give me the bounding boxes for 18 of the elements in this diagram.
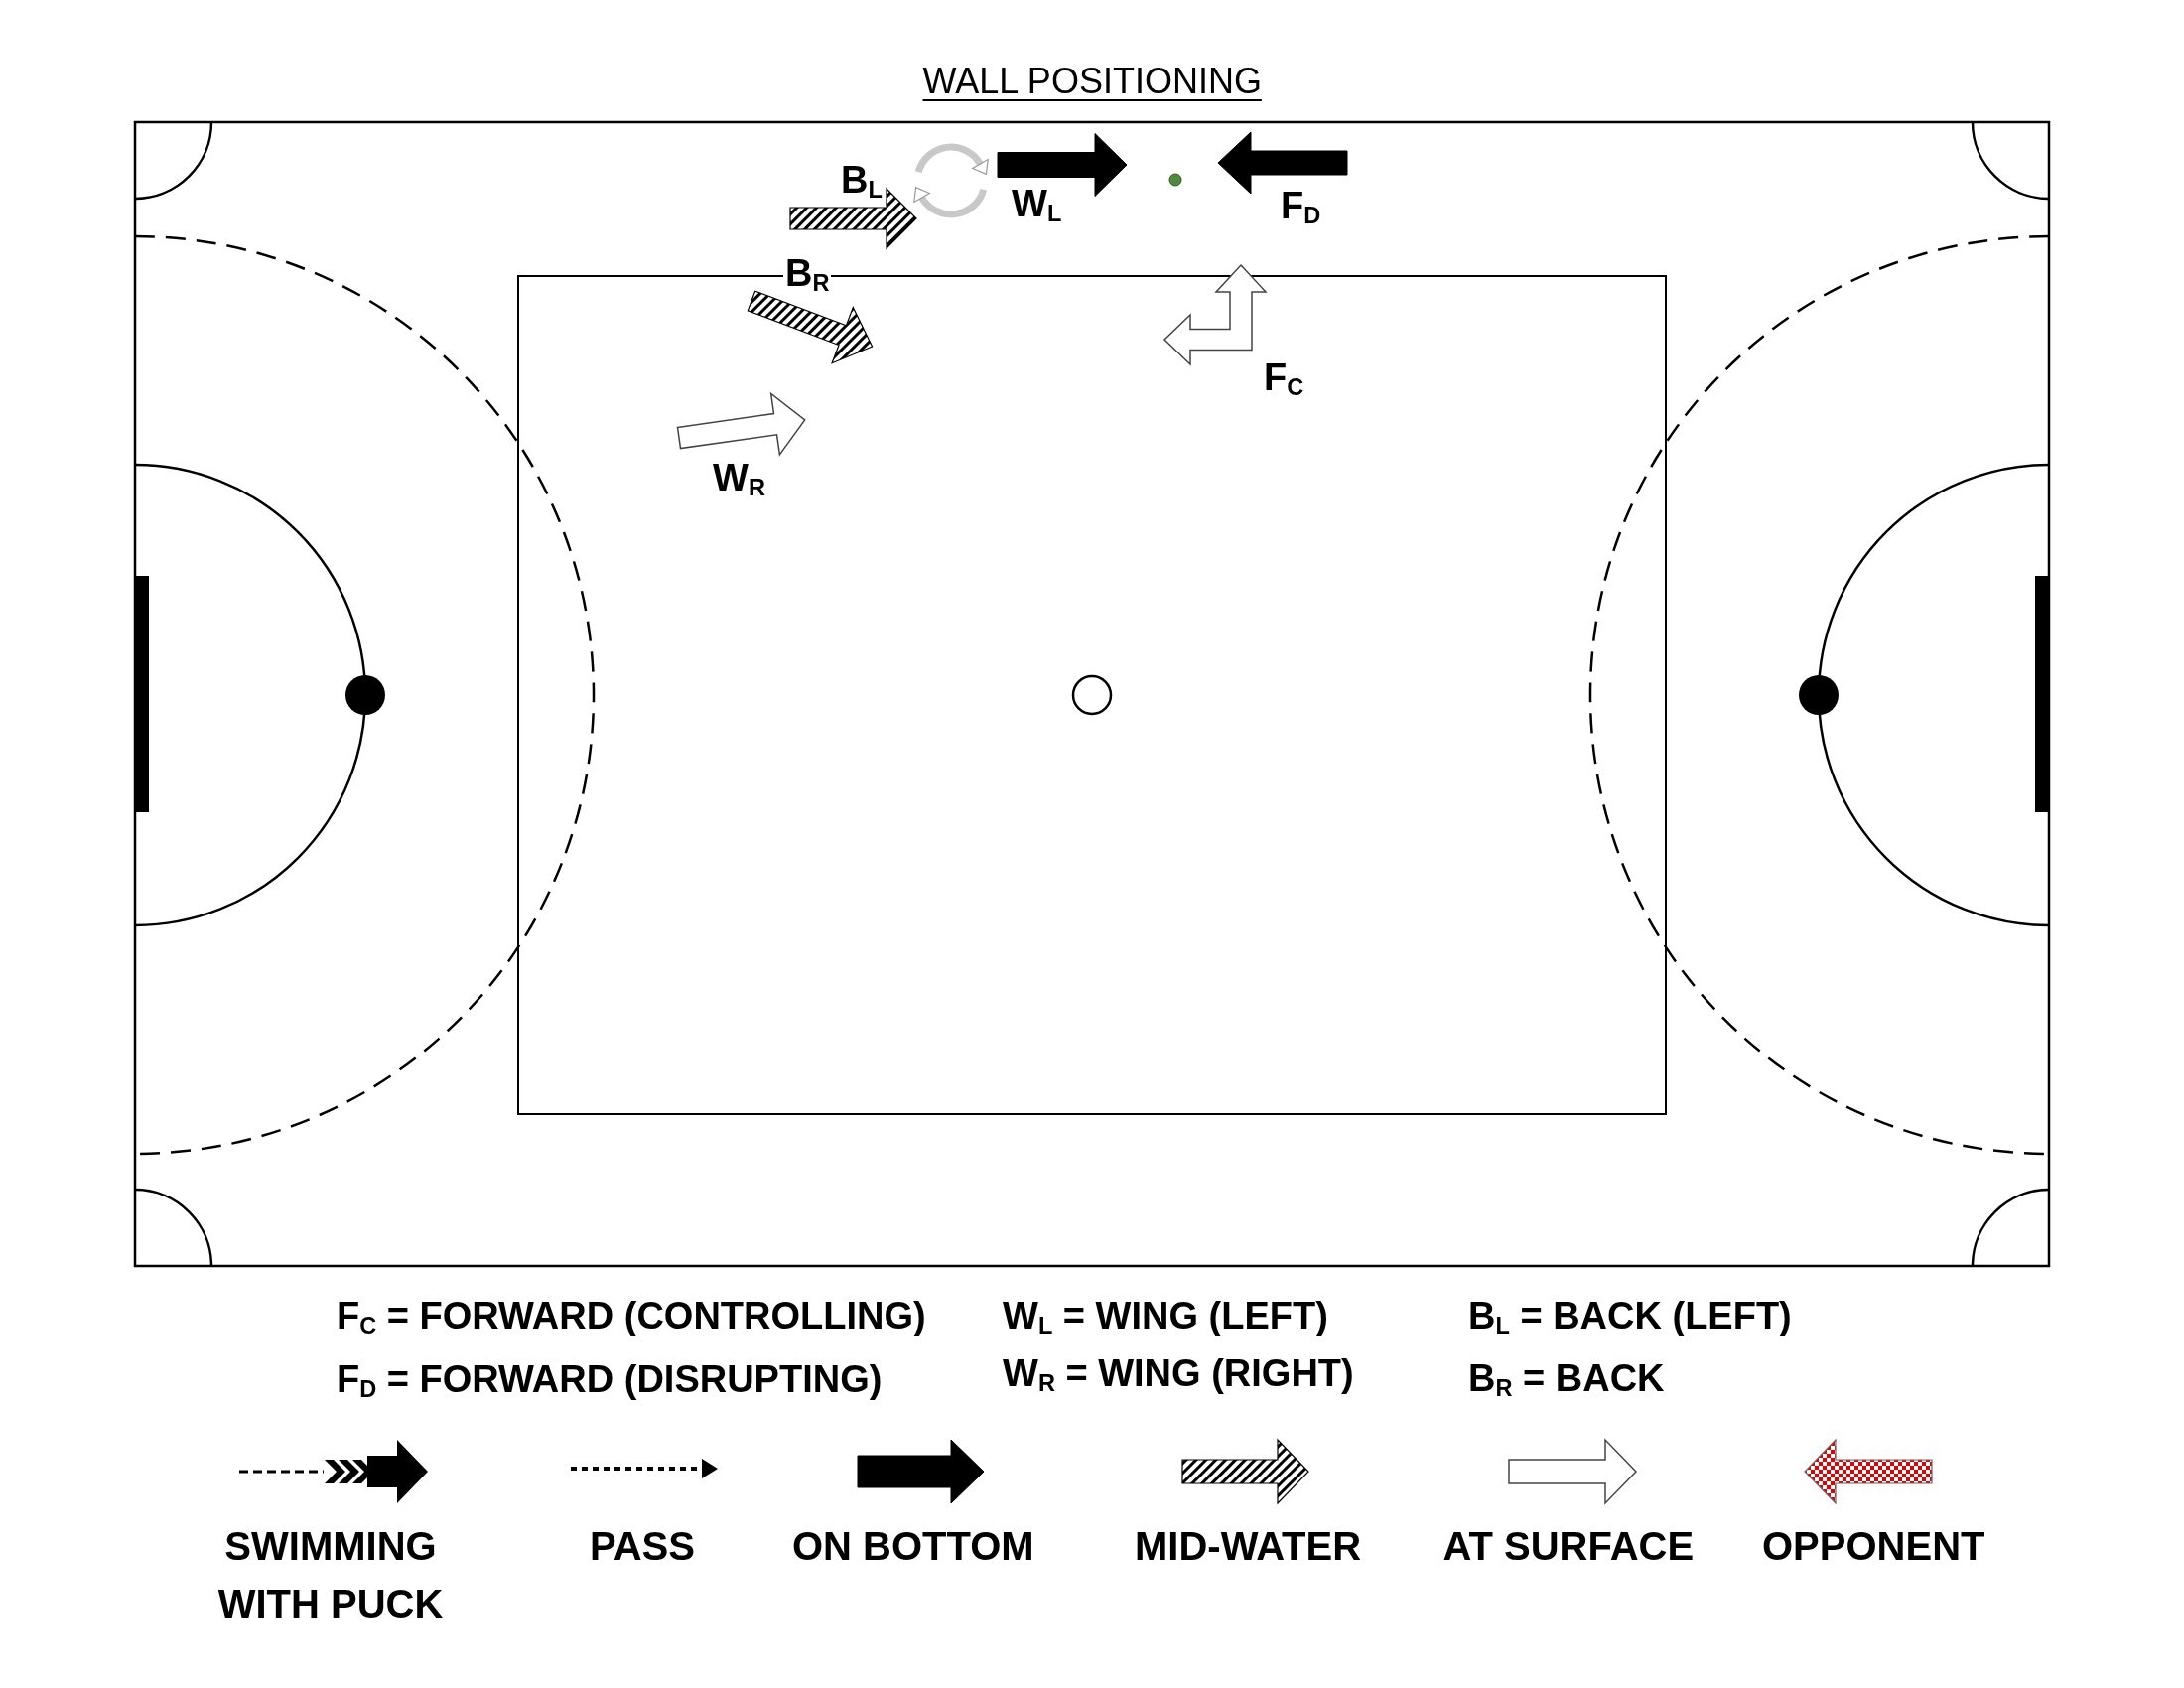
key-text: B$_{L}$ = BACK (LEFT) bbox=[1468, 1294, 1792, 1339]
key-text: B$_{R}$ = BACK bbox=[1468, 1356, 1665, 1402]
player-label: F$_{C}$ bbox=[1264, 355, 1304, 401]
legend-label: PASS bbox=[590, 1523, 695, 1570]
title: WALL POSITIONING bbox=[922, 60, 1262, 103]
key-text: F$_{C}$ = FORWARD (CONTROLLING) bbox=[337, 1294, 926, 1339]
key-text: W$_{L}$ = WING (LEFT) bbox=[1003, 1294, 1328, 1339]
key-text: W$_{R}$ = WING (RIGHT) bbox=[1003, 1351, 1354, 1397]
legend-label: AT SURFACE bbox=[1442, 1523, 1695, 1570]
legend-label: MID-WATER bbox=[1135, 1523, 1362, 1570]
key-text: F$_{D}$ = FORWARD (DISRUPTING) bbox=[337, 1357, 883, 1403]
legend-label: ON BOTTOM bbox=[792, 1523, 1034, 1570]
legend-label: OPPONENT bbox=[1762, 1523, 1985, 1570]
player-label: F$_{D}$ bbox=[1281, 184, 1321, 229]
legend-label: SWIMMING WITH PUCK bbox=[216, 1523, 445, 1627]
player-label: W$_{R}$ bbox=[713, 456, 765, 501]
player-label: W$_{L}$ bbox=[1012, 182, 1062, 227]
player-label: B$_{L}$ bbox=[841, 158, 883, 204]
